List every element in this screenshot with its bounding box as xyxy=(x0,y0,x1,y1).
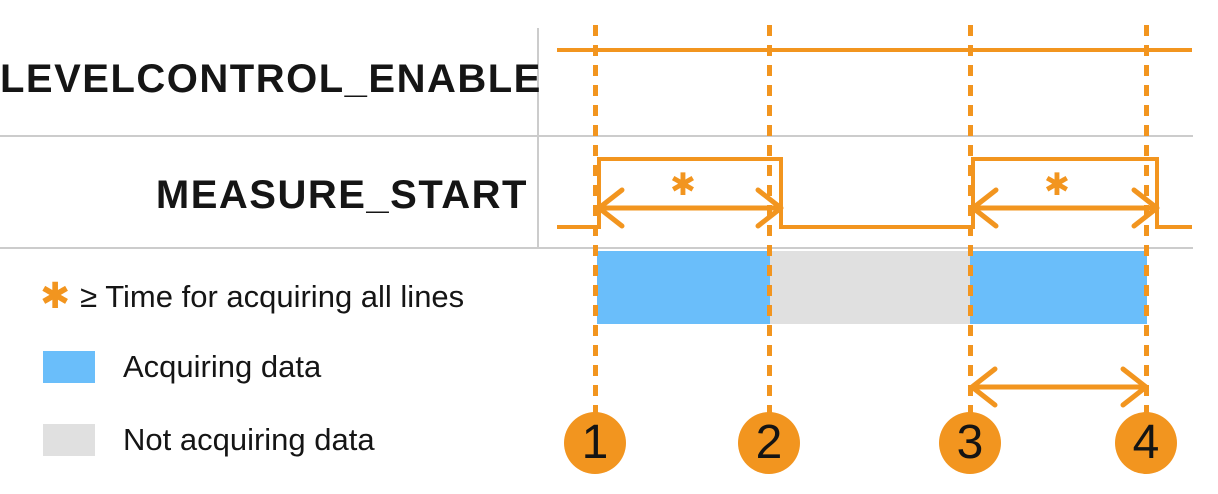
not-acquiring-band xyxy=(770,251,970,324)
signal-label-measure-start: MEASURE_START xyxy=(155,173,528,217)
asterisk-icon: ✱ xyxy=(40,276,71,317)
event-line-1 xyxy=(593,25,598,413)
measure-start-low-2 xyxy=(781,225,972,229)
legend-note: ✱ ≥ Time for acquiring all lines xyxy=(40,278,464,316)
legend-label-acquiring: Acquiring data xyxy=(123,349,322,384)
event-marker-4-number: 4 xyxy=(1132,416,1160,469)
asterisk-annotation-2: ✱ xyxy=(1044,167,1070,203)
interval-arrow-3 xyxy=(969,366,1149,408)
event-marker-3-number: 3 xyxy=(956,416,984,469)
legend-note-text: ≥ Time for acquiring all lines xyxy=(80,279,465,314)
legend-item-not-acquiring: Not acquiring data xyxy=(43,422,375,457)
acquiring-band-1 xyxy=(597,251,770,324)
measure-start-low-3 xyxy=(1157,225,1192,229)
legend-swatch-acquiring xyxy=(43,351,95,383)
asterisk-annotation-1: ✱ xyxy=(670,167,696,203)
divider-vertical xyxy=(537,28,539,247)
legend-swatch-not-acquiring xyxy=(43,424,95,456)
signal-label-levelcontrol-enable: LEVELCONTROL_ENABLE xyxy=(0,57,542,101)
event-marker-1: 1 xyxy=(564,412,626,474)
event-marker-2: 2 xyxy=(738,412,800,474)
acquiring-band-2 xyxy=(970,251,1147,324)
event-marker-4: 4 xyxy=(1115,412,1177,474)
event-marker-1-number: 1 xyxy=(581,416,609,469)
legend-item-acquiring: Acquiring data xyxy=(43,349,322,384)
measure-start-low-1 xyxy=(557,225,599,229)
event-marker-3: 3 xyxy=(939,412,1001,474)
legend-label-not-acquiring: Not acquiring data xyxy=(123,422,375,457)
event-marker-2-number: 2 xyxy=(755,416,783,469)
levelcontrol-enable-high-trace xyxy=(557,48,1192,52)
